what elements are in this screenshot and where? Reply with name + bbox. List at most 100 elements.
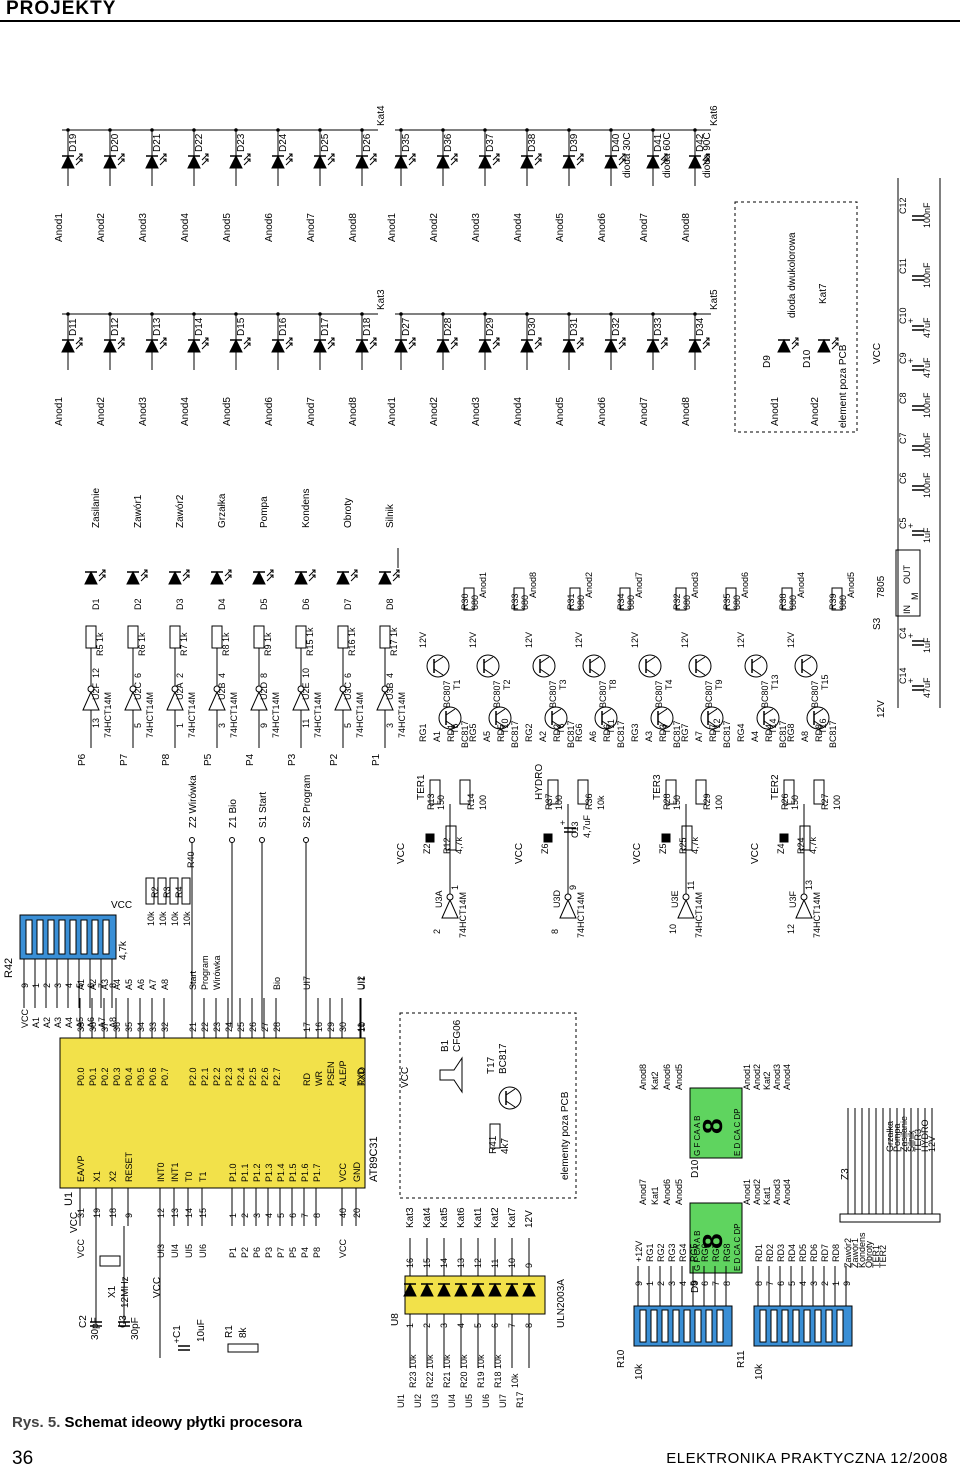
diode-triangle [187,338,201,353]
mcu-pin-number: 40 [338,1208,348,1218]
led-arrow [369,153,377,161]
connector-ref: Z3 [840,1168,851,1180]
res-value: 8k [238,1326,249,1338]
junction-dot [399,128,403,132]
mcu-net-right: A5 [124,979,134,990]
led-arrow [117,337,125,345]
cap-value: 47uF [922,357,932,378]
anode-label: Anod1 [387,213,398,242]
uln-pin: 15 [422,1258,432,1268]
led-arrow [618,337,626,345]
net-anod: Anod7 [634,572,644,598]
temp-label: dioda 60C [662,132,673,178]
resistor [513,587,525,611]
junction-dot [399,312,403,316]
zener-ref: Z6 [540,843,550,854]
transistor [488,706,512,730]
uln-pin: 14 [439,1258,449,1268]
vcc-label: VCC [396,843,407,864]
anode-label: Anod2 [96,397,107,426]
resistor [799,825,811,851]
mcu-pin-number: 30 [338,1022,348,1032]
led-arrow [369,158,377,166]
res-value: 4,7k [454,836,464,854]
crystal-value: 12MHz [120,1276,131,1308]
transistor [426,654,450,678]
led-ref: D6 [301,598,311,610]
res-value: 10k [596,795,606,810]
mcu-pin-name: P0.0 [76,1067,86,1086]
transistor [438,706,462,730]
network-element [639,1309,647,1343]
diode-triangle [420,1282,434,1297]
network-element [792,1309,800,1343]
temp-label: dioda 30C [622,132,633,178]
mcu-pin-name: P2.7 [272,1067,282,1086]
diode-triangle [103,154,117,169]
buzzer-type: CFG06 [452,1019,463,1052]
mcu-pin-name: P0.2 [100,1067,110,1086]
cap-plus: + [560,818,565,828]
mcu-pin-name: P2.2 [212,1067,222,1086]
transistor-ref: T11 [606,719,616,734]
res-ref: R29 [702,793,712,810]
diode-triangle [229,338,243,353]
inverter-gate [124,685,142,711]
zener [779,833,789,843]
led-arrow [831,337,839,345]
gate-ref: U2D [259,681,269,700]
led-arrow [576,337,584,345]
diode-triangle [488,1282,502,1297]
transistor-body [582,654,606,678]
capacitor: + [908,521,924,536]
anode-label: Anod4 [180,397,191,426]
capacitor [912,215,924,221]
transistor-lead [445,708,456,716]
mcu-name: AT89C31 [368,1136,380,1182]
res-value: 680 [626,595,636,610]
mcu-pin-number: 13 [170,1208,180,1218]
led-arrow [660,158,668,166]
diode-triangle [522,1282,536,1297]
transistor-type: BC807 [760,680,770,708]
cap-value: 10uF [196,1319,207,1342]
led-diode [126,569,148,585]
led-diode [229,337,251,353]
mcu-pin-number: 33 [148,1022,158,1032]
mcu-pin-number: 14 [184,1208,194,1218]
led-arrow [285,337,293,345]
network-net: RD5 [798,1244,808,1262]
led-label: Obroty [343,498,354,528]
uln-pin: 8 [524,1323,534,1328]
led-diode [562,337,584,353]
sensor-net: TER2 [770,774,781,800]
inverter-bubble [213,685,221,693]
diode-triangle [478,338,492,353]
anode-label: Anod2 [429,213,440,242]
led-diode [520,153,542,169]
driver-port: P2 [329,753,340,766]
network-pin: 2 [656,1281,666,1286]
led-ref: D29 [485,317,496,336]
cap-plus: + [908,631,913,641]
cathode-label: Kat5 [709,289,720,310]
network-pin: 8 [754,1281,764,1286]
driver-port: P6 [77,753,88,766]
led-diode [336,569,358,585]
uln-pin: 7 [507,1323,517,1328]
led-arrow [392,574,400,582]
led-ref: D12 [110,317,121,336]
mcu-net-left: P1 [228,1247,238,1258]
led-ref: D11 [68,318,79,336]
cap-value: 1uF [922,527,932,543]
uln-res: R22 10k [425,1354,435,1388]
mcu-net-left: P7 [276,1247,286,1258]
regulator-pin: OUT [902,565,912,585]
led-arrow [159,337,167,345]
led-arrow [702,342,710,350]
transistor-lead [433,656,444,664]
led-arrow [98,569,106,577]
led-arrow [702,337,710,345]
led-label: Grzałka [217,493,228,528]
led-ref: D33 [653,317,664,336]
